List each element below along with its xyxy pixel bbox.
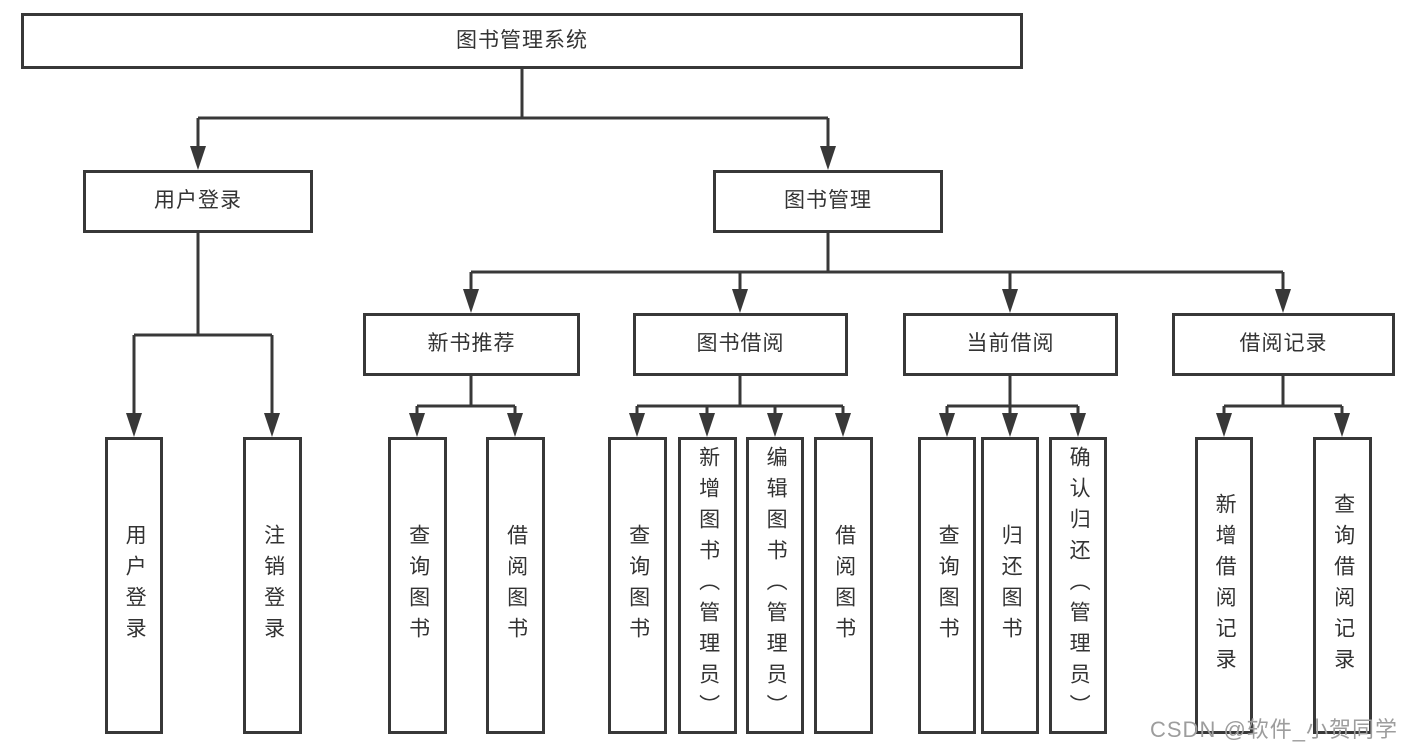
arrowhead-icon [767, 413, 783, 437]
arrowhead-icon [1002, 413, 1018, 437]
leaf-return-books: 归还图书 [981, 437, 1039, 734]
leaf-add-borrow-record: 新增借阅记录 [1195, 437, 1253, 734]
connector-book-borrow-children [635, 376, 845, 415]
node-label: 注销登录 [261, 523, 285, 648]
connector-book-management-children [469, 233, 1285, 291]
leaf-borrow-books-recommend: 借阅图书 [486, 437, 545, 734]
node-current-borrow: 当前借阅 [903, 313, 1118, 376]
node-label: 查询图书 [936, 523, 960, 648]
node-label: 图书借阅 [696, 332, 785, 356]
arrowhead-icon [463, 289, 479, 313]
connector-root-bar [196, 116, 830, 150]
arrowhead-icon [835, 413, 851, 437]
arrowhead-icon [1002, 289, 1018, 313]
node-book-borrow: 图书借阅 [633, 313, 848, 376]
leaf-query-books-borrow: 查询图书 [608, 437, 667, 734]
node-label: 查询借阅记录 [1331, 492, 1355, 679]
node-label: 新增借阅记录 [1213, 492, 1237, 679]
node-new-book-recommend: 新书推荐 [363, 313, 580, 376]
node-label: 借阅图书 [832, 523, 856, 648]
node-label: 当前借阅 [966, 332, 1055, 356]
node-label: 用户登录 [123, 523, 147, 648]
arrowhead-icon [126, 413, 142, 437]
leaf-query-borrow-record: 查询借阅记录 [1313, 437, 1372, 734]
csdn-watermark: CSDN @软件_小贺同学 [1150, 717, 1399, 742]
arrowhead-icons [126, 146, 1350, 437]
arrowhead-icon [1216, 413, 1232, 437]
node-label: 用户登录 [154, 189, 242, 213]
arrowhead-icon [939, 413, 955, 437]
arrowhead-icon [1275, 289, 1291, 313]
node-book-management: 图书管理 [713, 170, 943, 233]
connector-user-login-children [132, 233, 274, 415]
leaf-logout: 注销登录 [243, 437, 302, 734]
leaf-user-login: 用户登录 [105, 437, 163, 734]
node-label: 借阅图书 [504, 523, 528, 648]
leaf-confirm-return-admin: 确认归还（管理员） [1049, 437, 1107, 734]
node-label: 查询图书 [406, 523, 430, 648]
leaf-edit-books-admin: 编辑图书（管理员） [746, 437, 804, 734]
node-label: 借阅记录 [1239, 332, 1328, 356]
node-library-management-system: 图书管理系统 [21, 13, 1023, 69]
node-label: 确认归还（管理员） [1067, 446, 1091, 725]
node-label: 新书推荐 [427, 332, 516, 356]
arrowhead-icon [820, 146, 836, 170]
node-label: 归还图书 [999, 523, 1023, 648]
leaf-add-books-admin: 新增图书（管理员） [678, 437, 737, 734]
leaf-borrow-books: 借阅图书 [814, 437, 873, 734]
node-label: 查询图书 [626, 523, 650, 648]
arrowhead-icon [1070, 413, 1086, 437]
node-label: 图书管理系统 [456, 28, 588, 52]
connector-new-book-recommend-children [415, 376, 517, 415]
arrowhead-icon [190, 146, 206, 170]
node-borrow-records: 借阅记录 [1172, 313, 1395, 376]
arrowhead-icon [264, 413, 280, 437]
arrowhead-icon [732, 289, 748, 313]
node-user-login: 用户登录 [83, 170, 313, 233]
arrowhead-icon [1334, 413, 1350, 437]
arrowhead-icon [699, 413, 715, 437]
node-label: 编辑图书（管理员） [764, 446, 788, 725]
arrowhead-icon [629, 413, 645, 437]
leaf-query-books-recommend: 查询图书 [388, 437, 447, 734]
node-label: 图书管理 [784, 189, 872, 213]
arrowhead-icon [507, 413, 523, 437]
connector-borrow-records-children [1222, 376, 1344, 415]
node-label: 新增图书（管理员） [696, 446, 720, 725]
connector-current-borrow-children [945, 376, 1080, 415]
leaf-query-books-current: 查询图书 [918, 437, 976, 734]
arrowhead-icon [409, 413, 425, 437]
